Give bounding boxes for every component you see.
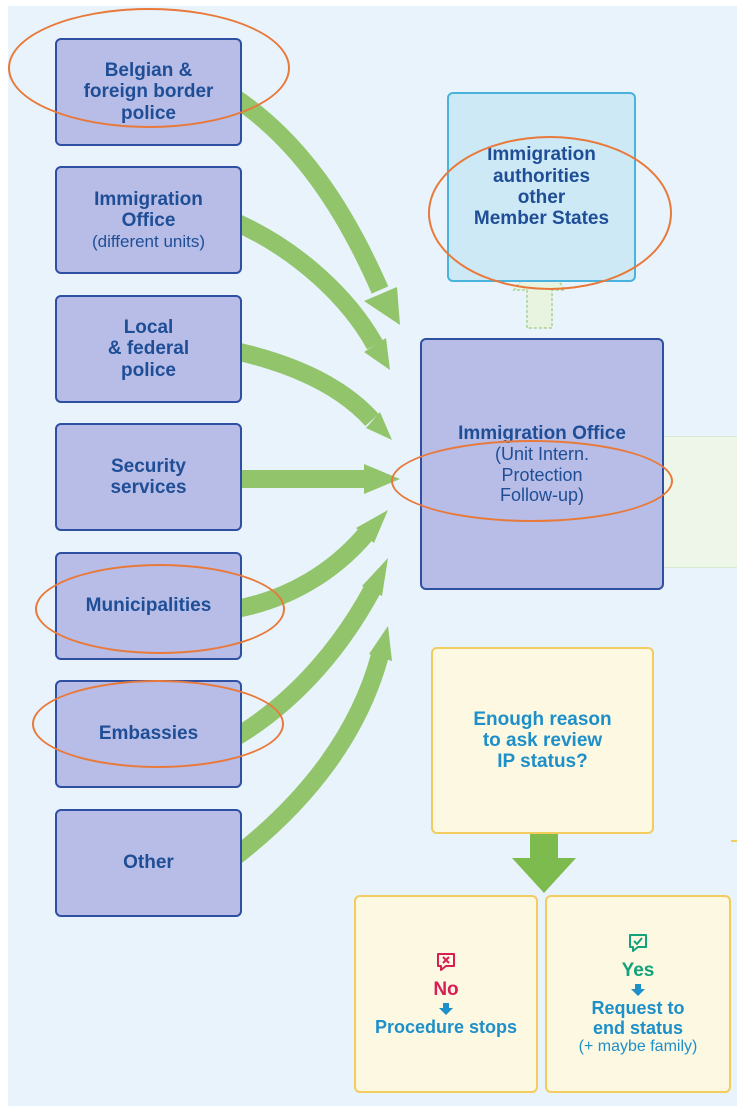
- source-embassies: Embassies: [55, 680, 242, 788]
- source-line: Municipalities: [85, 595, 212, 617]
- source-line: Local: [123, 317, 174, 339]
- outcome-no-box: No Procedure stops: [354, 895, 538, 1093]
- down-arrow-icon: [631, 983, 645, 996]
- cut-off-connector: [731, 840, 737, 842]
- no-label: No: [433, 979, 459, 1001]
- arrowhead-municipalities: [356, 510, 388, 543]
- review-line: IP status?: [497, 751, 588, 773]
- no-result: Procedure stops: [374, 1016, 518, 1037]
- down-arrow-outcomes: [512, 825, 576, 893]
- arrow-local-police: [229, 341, 379, 427]
- review-question-box: Enough reason to ask review IP status?: [431, 647, 654, 834]
- source-other: Other: [55, 809, 242, 917]
- ipfu-box: Immigration Office (Unit Intern. Protect…: [420, 338, 664, 590]
- yes-result-line: end status: [592, 1017, 684, 1038]
- arrow-immigration-office: [227, 211, 383, 350]
- source-line: Other: [123, 852, 174, 874]
- arrowhead-other: [369, 626, 392, 661]
- source-line: Immigration: [94, 189, 203, 211]
- source-line: police: [121, 359, 176, 381]
- ipfu-title: Immigration Office: [458, 423, 626, 445]
- source-line: Office: [121, 210, 176, 232]
- arrowhead-embassies: [362, 558, 388, 596]
- source-line: Embassies: [98, 723, 199, 745]
- source-line: foreign border: [83, 81, 214, 103]
- source-line: Belgian &: [104, 60, 193, 82]
- yes-note: (+ maybe family): [578, 1037, 698, 1055]
- down-arrow-icon: [439, 1002, 453, 1015]
- arrowhead-immigration-office: [364, 338, 390, 370]
- ipfu-subtitle-line: Follow-up): [499, 484, 585, 505]
- source-security-services: Security services: [55, 423, 242, 531]
- source-line: Security: [111, 455, 186, 477]
- source-immigration-office: Immigration Office (different units): [55, 166, 242, 274]
- source-line: police: [121, 102, 176, 124]
- arrow-embassies: [226, 585, 380, 748]
- arrow-border-police: [226, 87, 389, 294]
- arrow-municipalities: [229, 529, 372, 619]
- source-line: & federal: [107, 338, 190, 360]
- member-states-line: Immigration: [487, 144, 596, 166]
- outcome-yes-box: Yes Request to end status (+ maybe famil…: [545, 895, 731, 1093]
- review-line: Enough reason: [473, 708, 612, 730]
- arrowhead-security-services: [364, 464, 400, 494]
- source-local-federal-police: Local & federal police: [55, 295, 242, 403]
- arrowhead-local-police: [366, 412, 392, 440]
- yes-result-line: Request to: [591, 997, 685, 1018]
- member-states-box: Immigration authorities other Member Sta…: [447, 92, 636, 282]
- approve-speech-icon: [629, 934, 647, 953]
- yes-label: Yes: [621, 960, 655, 982]
- source-line: services: [110, 477, 187, 498]
- arrow-other: [225, 652, 389, 868]
- member-states-line: Member States: [473, 208, 610, 230]
- cut-off-box: [664, 436, 737, 568]
- ipfu-subtitle-line: Protection: [501, 464, 583, 485]
- ipfu-subtitle-line: (Unit Intern.: [494, 444, 590, 465]
- source-municipalities: Municipalities: [55, 552, 242, 660]
- member-states-line: other: [517, 187, 566, 208]
- source-border-police: Belgian & foreign border police: [55, 38, 242, 146]
- arrowhead-border-police: [364, 287, 400, 325]
- review-line: to ask review: [482, 729, 603, 751]
- source-subtitle: (different units): [91, 231, 206, 251]
- member-states-line: authorities: [492, 165, 591, 187]
- reject-speech-icon: [437, 953, 455, 972]
